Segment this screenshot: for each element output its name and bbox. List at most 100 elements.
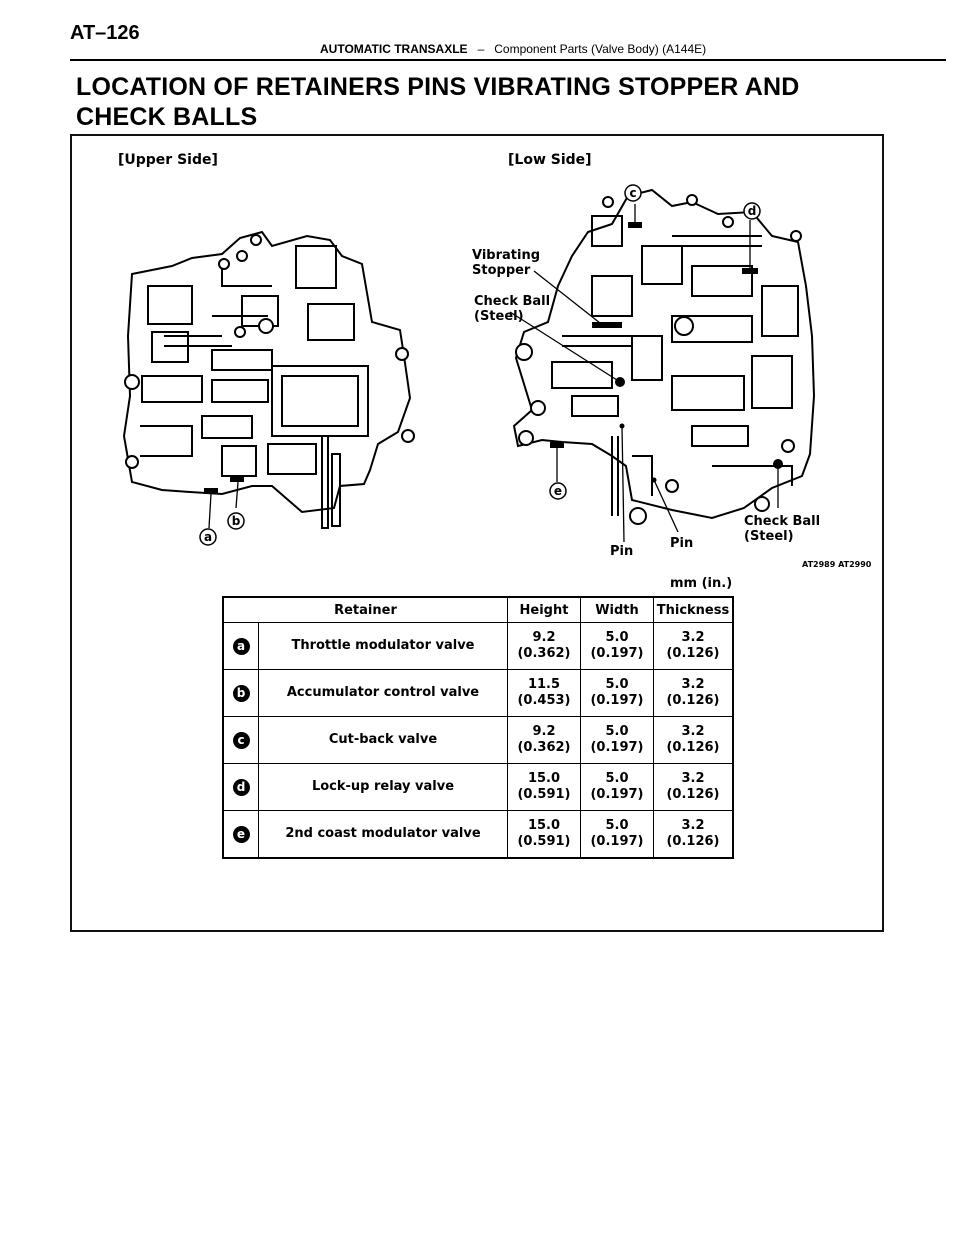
width-mm: 5.0 — [605, 677, 629, 692]
width-cell: 5.0(0.197) — [580, 669, 654, 717]
low-side-valve-body — [512, 188, 816, 520]
thickness-in: (0.126) — [666, 834, 720, 849]
thickness-mm: 3.2 — [681, 677, 705, 692]
thickness-cell: 3.2(0.126) — [653, 669, 734, 717]
check-ball-left-callout: Check Ball (Steel) — [474, 294, 550, 324]
check-ball-right-callout: Check Ball (Steel) — [744, 514, 820, 544]
upper-side-label: [Upper Side] — [118, 152, 218, 168]
retainer-spec-table: Retainer Height Width Thickness a Thrott… — [222, 596, 734, 859]
thickness-cell: 3.2(0.126) — [653, 810, 734, 859]
width-in: (0.197) — [590, 834, 644, 849]
row-letter: a — [232, 637, 250, 655]
height-cell: 11.5(0.453) — [507, 669, 581, 717]
table-row: c Cut-back valve 9.2(0.362) 5.0(0.197) 3… — [222, 716, 734, 764]
height-in: (0.591) — [517, 787, 571, 802]
width-mm: 5.0 — [605, 630, 629, 645]
width-mm: 5.0 — [605, 771, 629, 786]
height-mm: 9.2 — [532, 630, 556, 645]
page-title: LOCATION OF RETAINERS PINS VIBRATING STO… — [76, 73, 800, 131]
width-in: (0.197) — [590, 740, 644, 755]
marker-e: e — [549, 482, 567, 500]
page-number: AT–126 — [70, 22, 140, 44]
col-header-thickness: Thickness — [653, 596, 734, 623]
callout-line: Check Ball — [744, 514, 821, 529]
height-cell: 9.2(0.362) — [507, 622, 581, 670]
header-rule — [70, 59, 946, 61]
height-in: (0.453) — [517, 693, 571, 708]
thickness-in: (0.126) — [666, 740, 720, 755]
marker-b: b — [227, 512, 245, 530]
running-header: AUTOMATIC TRANSAXLE–Component Parts (Val… — [320, 42, 706, 56]
height-in: (0.362) — [517, 646, 571, 661]
col-header-height: Height — [507, 596, 581, 623]
callout-line: Stopper — [472, 263, 531, 278]
units-label: mm (in.) — [670, 576, 733, 591]
svg-text:c: c — [629, 186, 636, 200]
row-letter: b — [232, 684, 250, 702]
row-letter-cell: b — [222, 669, 259, 717]
pin-right-callout: Pin — [670, 536, 694, 551]
svg-text:d: d — [748, 204, 757, 218]
row-letter: d — [232, 778, 250, 796]
width-mm: 5.0 — [605, 818, 629, 833]
retainer-name: Throttle modulator valve — [258, 622, 508, 670]
callout-line: Vibrating — [472, 248, 541, 263]
svg-text:b: b — [232, 514, 241, 528]
section-title: AUTOMATIC TRANSAXLE — [320, 42, 468, 56]
height-mm: 15.0 — [527, 818, 561, 833]
thickness-mm: 3.2 — [681, 630, 705, 645]
thickness-cell: 3.2(0.126) — [653, 763, 734, 811]
subsection-title: Component Parts (Valve Body) (A144E) — [494, 42, 707, 56]
callout-line: (Steel) — [744, 529, 794, 544]
thickness-in: (0.126) — [666, 646, 720, 661]
row-letter: c — [232, 731, 250, 749]
vibrating-stopper-callout: Vibrating Stopper — [472, 248, 540, 278]
thickness-mm: 3.2 — [681, 724, 705, 739]
width-cell: 5.0(0.197) — [580, 622, 654, 670]
height-cell: 15.0(0.591) — [507, 810, 581, 859]
header-separator: – — [477, 42, 485, 56]
table-row: d Lock-up relay valve 15.0(0.591) 5.0 (0.… — [222, 763, 734, 811]
figure-frame: [Upper Side] [Low Side] — [70, 134, 884, 932]
width-cell: 5.0(0.197) — [580, 716, 654, 764]
width-in: (0.197) — [590, 646, 644, 661]
figure-code: AT2989 AT2990 — [802, 560, 872, 569]
svg-text:e: e — [554, 484, 562, 498]
row-letter-cell: a — [222, 622, 259, 670]
table-row: b Accumulator control valve 11.5(0.453) … — [222, 669, 734, 717]
low-side-label: [Low Side] — [508, 152, 592, 168]
upper-side-valve-body — [122, 230, 412, 529]
width-cell: 5.0(0.197) — [580, 810, 654, 859]
marker-c: c — [624, 184, 642, 202]
thickness-cell: 3.2(0.126) — [653, 716, 734, 764]
height-in: (0.362) — [517, 740, 571, 755]
width-mm: 5.0 — [605, 724, 629, 739]
marker-d: d — [743, 202, 761, 220]
row-letter-cell: c — [222, 716, 259, 764]
thickness-in: (0.126) — [666, 787, 720, 802]
thickness-cell: 3.2(0.126) — [653, 622, 734, 670]
thickness-mm: 3.2 — [681, 818, 705, 833]
retainer-name: Cut-back valve — [258, 716, 508, 764]
thickness-mm: 3.2 — [681, 771, 705, 786]
row-letter: e — [232, 825, 250, 843]
retainer-name: Accumulator control valve — [258, 669, 508, 717]
col-header-width: Width — [580, 596, 654, 623]
thickness-in: (0.126) — [666, 693, 720, 708]
callout-line: (Steel) — [474, 309, 524, 324]
marker-group: a b c d e — [199, 184, 761, 546]
marker-a: a — [199, 528, 217, 546]
width-in: (0.197) — [590, 693, 644, 708]
pin-left-callout: Pin — [610, 544, 634, 559]
height-cell: 9.2(0.362) — [507, 716, 581, 764]
row-letter-cell: d — [222, 763, 259, 811]
height-cell: 15.0(0.591) — [507, 763, 581, 811]
row-letter-cell: e — [222, 810, 259, 859]
height-mm: 11.5 — [527, 677, 561, 692]
table-header-row: Retainer Height Width Thickness — [222, 596, 734, 623]
callout-line: Check Ball — [474, 294, 551, 309]
valve-body-diagram: a b c d e — [122, 184, 816, 546]
height-mm: 15.0 — [527, 771, 561, 786]
retainer-name: Lock-up relay valve — [258, 763, 508, 811]
retainer-name: 2nd coast modulator valve — [258, 810, 508, 859]
